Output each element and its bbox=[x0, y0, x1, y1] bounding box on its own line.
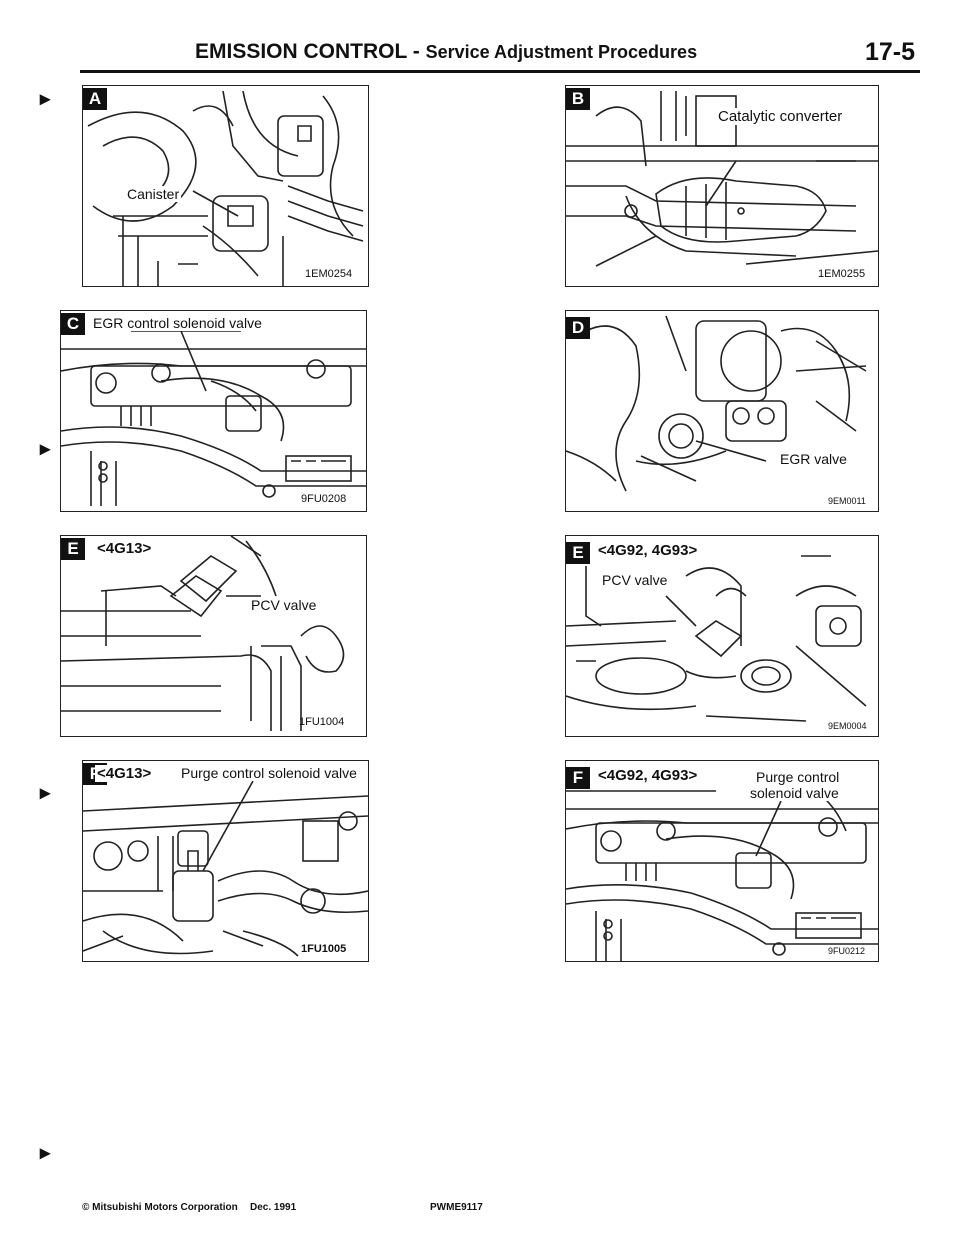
figure-panel-f-4g92: F <4G92, 4G93> Purge control solenoid va… bbox=[565, 760, 879, 962]
figure-code: 9EM0004 bbox=[828, 721, 867, 731]
figure-panel-e-4g13: E <4G13> PCV valve 1FU1004 bbox=[60, 535, 367, 737]
callout-label: Canister bbox=[125, 186, 182, 202]
page-number: 17-5 bbox=[864, 38, 915, 66]
panel-badge: E bbox=[566, 542, 590, 564]
binding-mark: ▸ bbox=[40, 438, 51, 460]
panel-badge: A bbox=[83, 88, 107, 110]
egr-valve-illustration bbox=[566, 315, 867, 492]
footer-date: Dec. 1991 bbox=[250, 1202, 297, 1213]
figure-panel-e-4g92: E <4G92, 4G93> PCV valve 9EM0004 bbox=[565, 535, 879, 737]
footer-doc-code: PWME9117 bbox=[430, 1202, 483, 1213]
page-header: EMISSION CONTROL - Service Adjustment Pr… bbox=[195, 38, 915, 72]
figure-panel-f-4g13: F <4G13> Purge control solenoid valve 1F… bbox=[82, 760, 369, 962]
figure-panel-a: A Canister 1EM0254 bbox=[82, 85, 369, 287]
figure-code: 9FU0208 bbox=[301, 493, 347, 505]
purge-solenoid-4g92-illustration bbox=[566, 790, 878, 961]
figure-code: 1FU1004 bbox=[299, 716, 345, 728]
engine-model-label: <4G13> bbox=[95, 765, 154, 782]
header-rule bbox=[80, 70, 920, 73]
figure-panel-b: B Catalytic converter 1EM0255 bbox=[565, 85, 879, 287]
binding-mark: ▸ bbox=[40, 88, 51, 110]
binding-mark: ▸ bbox=[40, 782, 51, 804]
figure-panel-d: D EGR valve 9EM0011 bbox=[565, 310, 879, 512]
panel-badge: F bbox=[566, 767, 590, 789]
figure-panel-c: C EGR control solenoid valve 9FU0208 bbox=[60, 310, 367, 512]
page-title: EMISSION CONTROL - Service Adjustment Pr… bbox=[195, 40, 697, 64]
engine-model-label: <4G13> bbox=[95, 540, 154, 557]
figure-code: 1EM0254 bbox=[305, 268, 353, 280]
callout-label: Purge control solenoid valve bbox=[179, 765, 359, 781]
figure-code: 9EM0011 bbox=[828, 496, 866, 506]
catalytic-converter-illustration bbox=[566, 91, 878, 267]
canister-illustration bbox=[87, 90, 364, 286]
engine-model-label: <4G92, 4G93> bbox=[596, 542, 700, 559]
callout-label: EGR control solenoid valve bbox=[91, 315, 264, 331]
title-separator: - bbox=[406, 40, 426, 63]
pcv-valve-4g92-illustration bbox=[566, 555, 867, 722]
engine-model-label: <4G92, 4G93> bbox=[596, 767, 700, 784]
binding-mark: ▸ bbox=[40, 1142, 51, 1164]
egr-solenoid-illustration bbox=[61, 330, 366, 506]
callout-label: Purge control bbox=[754, 769, 842, 785]
figure-code: 1FU1005 bbox=[301, 943, 347, 955]
panel-badge: D bbox=[566, 317, 590, 339]
callout-label: solenoid valve bbox=[748, 785, 841, 801]
section-subtitle: Service Adjustment Procedures bbox=[425, 42, 698, 62]
panel-badge: E bbox=[61, 538, 85, 560]
panel-badge: B bbox=[566, 88, 590, 110]
callout-label: PCV valve bbox=[600, 572, 670, 588]
footer-copyright: © Mitsubishi Motors Corporation bbox=[82, 1202, 238, 1213]
section-title: EMISSION CONTROL bbox=[195, 40, 407, 63]
pcv-valve-4g13-illustration bbox=[61, 536, 345, 731]
callout-label: PCV valve bbox=[249, 597, 319, 613]
purge-solenoid-4g13-illustration bbox=[83, 780, 368, 957]
figure-code: 9FU0212 bbox=[828, 946, 866, 956]
figure-code: 1EM0255 bbox=[818, 268, 866, 280]
callout-label: EGR valve bbox=[778, 451, 849, 467]
panel-badge: C bbox=[61, 313, 85, 335]
callout-label: Catalytic converter bbox=[716, 108, 845, 125]
